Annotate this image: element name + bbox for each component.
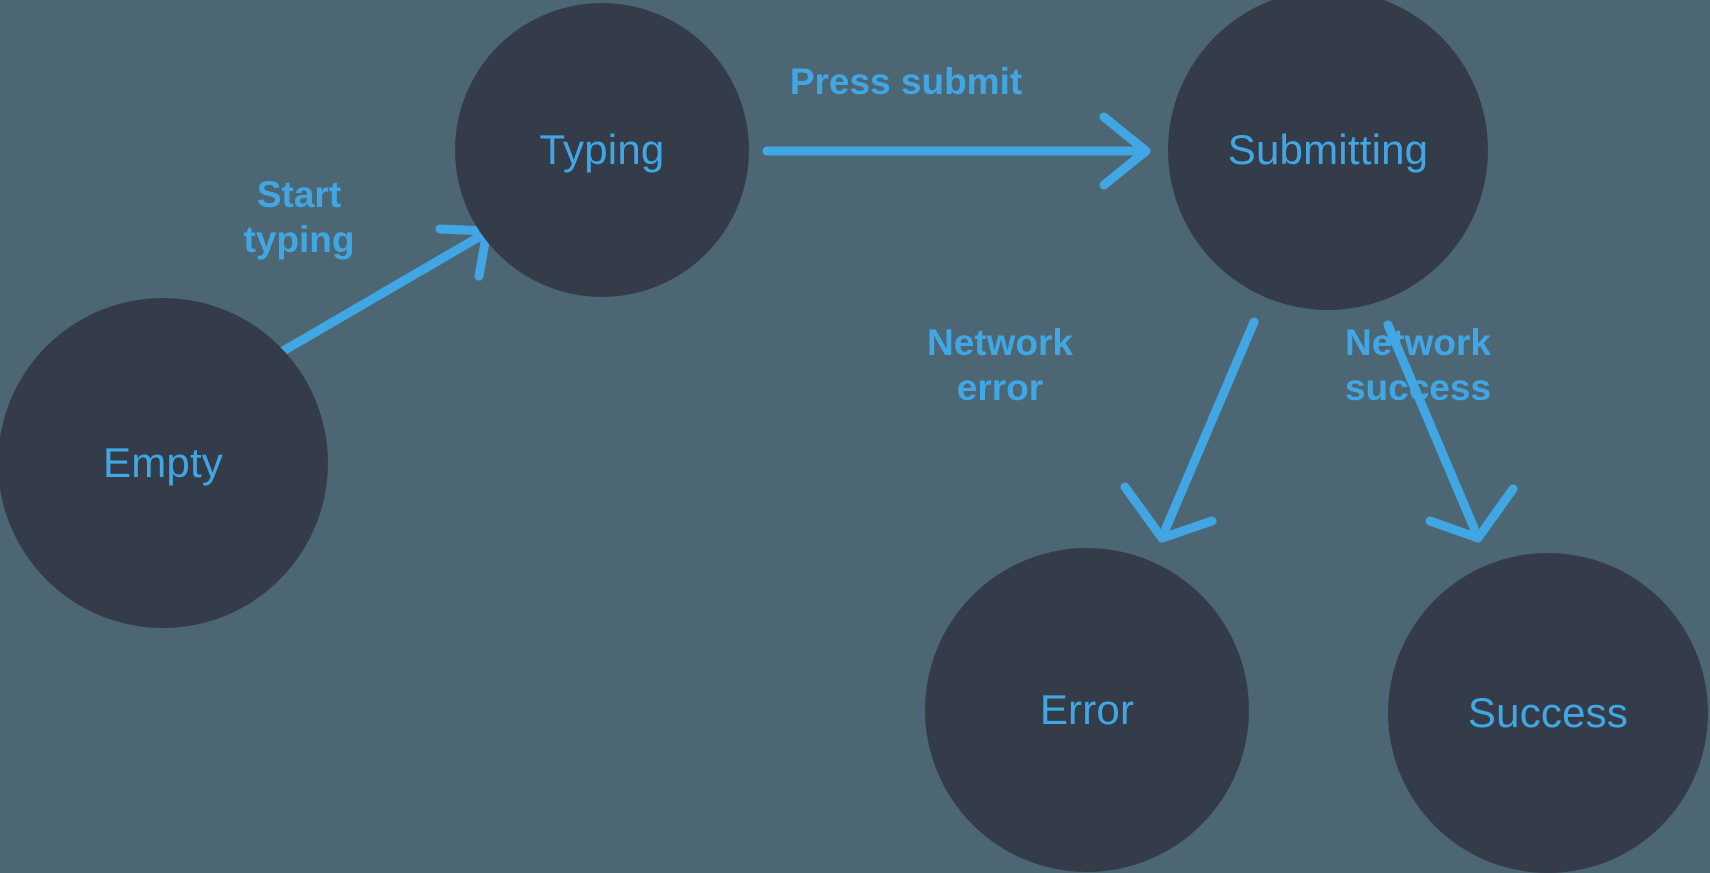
transition-label-press-submit: Press submit	[789, 61, 1023, 102]
state-node-empty[interactable]: Empty	[0, 298, 328, 628]
state-label-typing: Typing	[539, 126, 665, 173]
state-node-typing[interactable]: Typing	[455, 3, 749, 297]
state-label-empty: Empty	[102, 439, 224, 486]
state-label-success: Success	[1467, 689, 1629, 736]
transition-label-start-typing: Start typing	[243, 174, 355, 261]
arrow-network-success	[1383, 320, 1518, 543]
state-node-submitting[interactable]: Submitting	[1168, 0, 1488, 310]
arrow-network-error	[1120, 317, 1259, 543]
transition-label-network-error: Network error	[927, 322, 1073, 409]
arrow-press-submit	[762, 112, 1151, 190]
state-label-error: Error	[1039, 686, 1135, 733]
state-label-submitting: Submitting	[1227, 126, 1429, 173]
state-node-error[interactable]: Error	[925, 548, 1249, 872]
state-node-success[interactable]: Success	[1388, 553, 1708, 873]
transition-label-network-success: Network success	[1344, 322, 1492, 409]
